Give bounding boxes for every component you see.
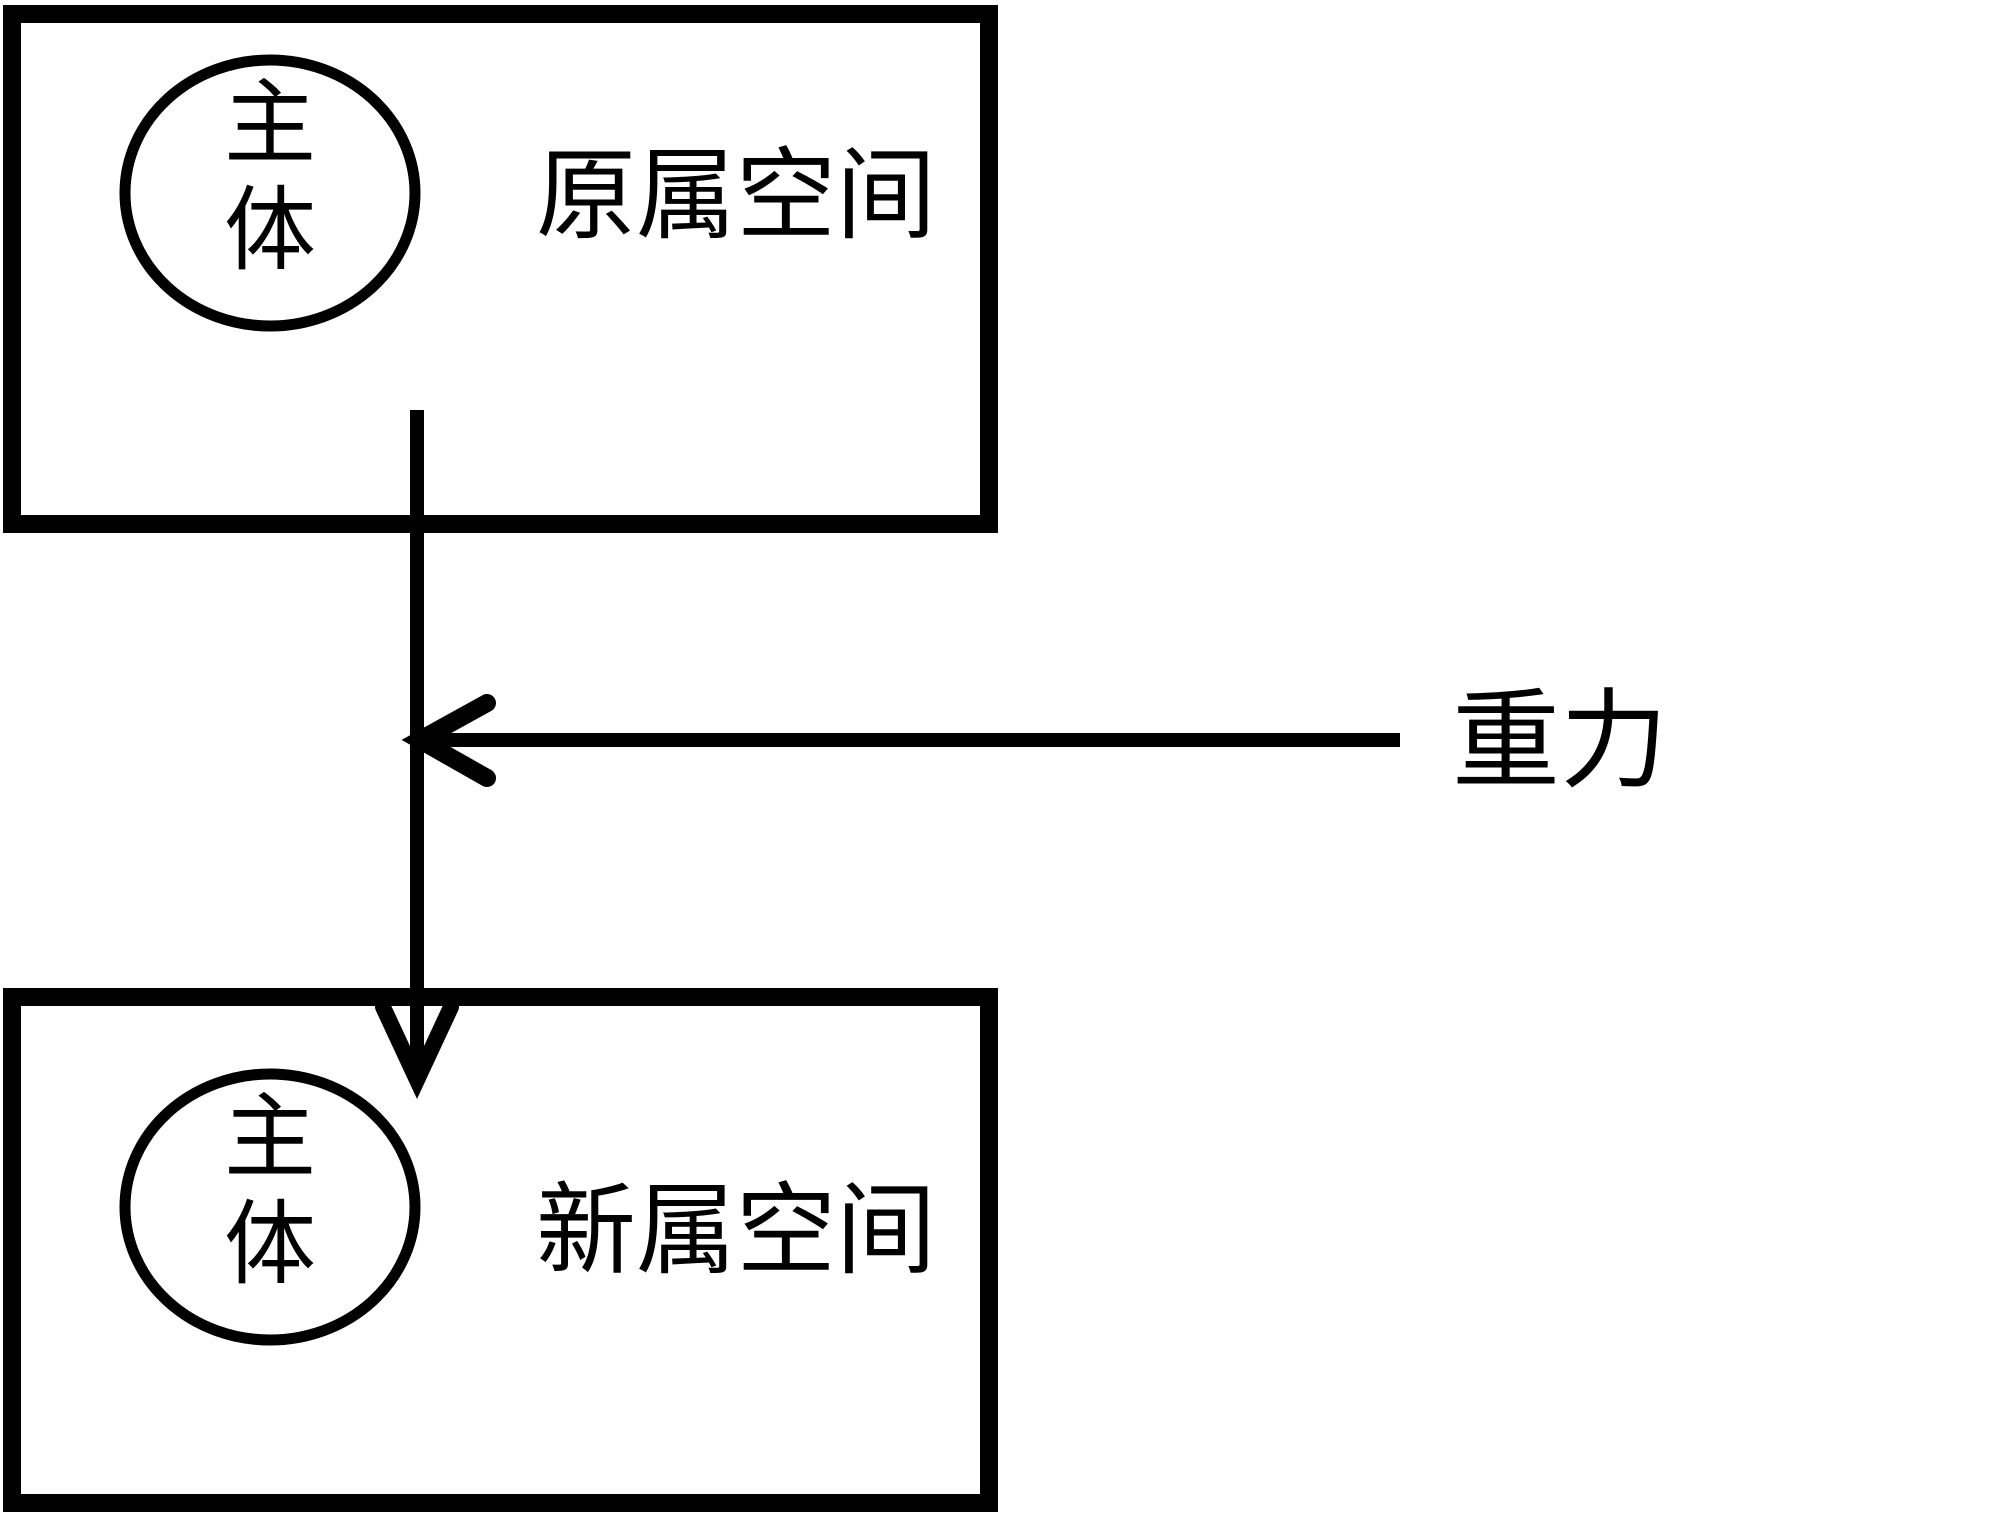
gravity-arrow-head-icon <box>401 694 496 787</box>
origin-actor-label-top: 主 <box>224 70 316 177</box>
new-space-group: 主 体 新属空间 <box>3 988 998 1512</box>
origin-actor-label-bottom: 体 <box>224 177 316 284</box>
new-actor-circle <box>119 1068 421 1346</box>
gravity-label: 重力 <box>1452 679 1668 804</box>
gravity-arrow <box>401 694 1400 787</box>
origin-space-group: 主 体 原属空间 <box>3 5 998 533</box>
origin-space-box <box>3 5 998 533</box>
new-actor-label-top: 主 <box>224 1084 316 1191</box>
origin-actor-circle <box>119 54 421 332</box>
new-actor-label-bottom: 体 <box>224 1191 316 1298</box>
new-space-label: 新属空间 <box>536 1172 936 1289</box>
transition-arrow-head-icon <box>375 999 459 1099</box>
origin-space-label: 原属空间 <box>536 137 936 254</box>
new-space-box <box>3 988 998 1512</box>
